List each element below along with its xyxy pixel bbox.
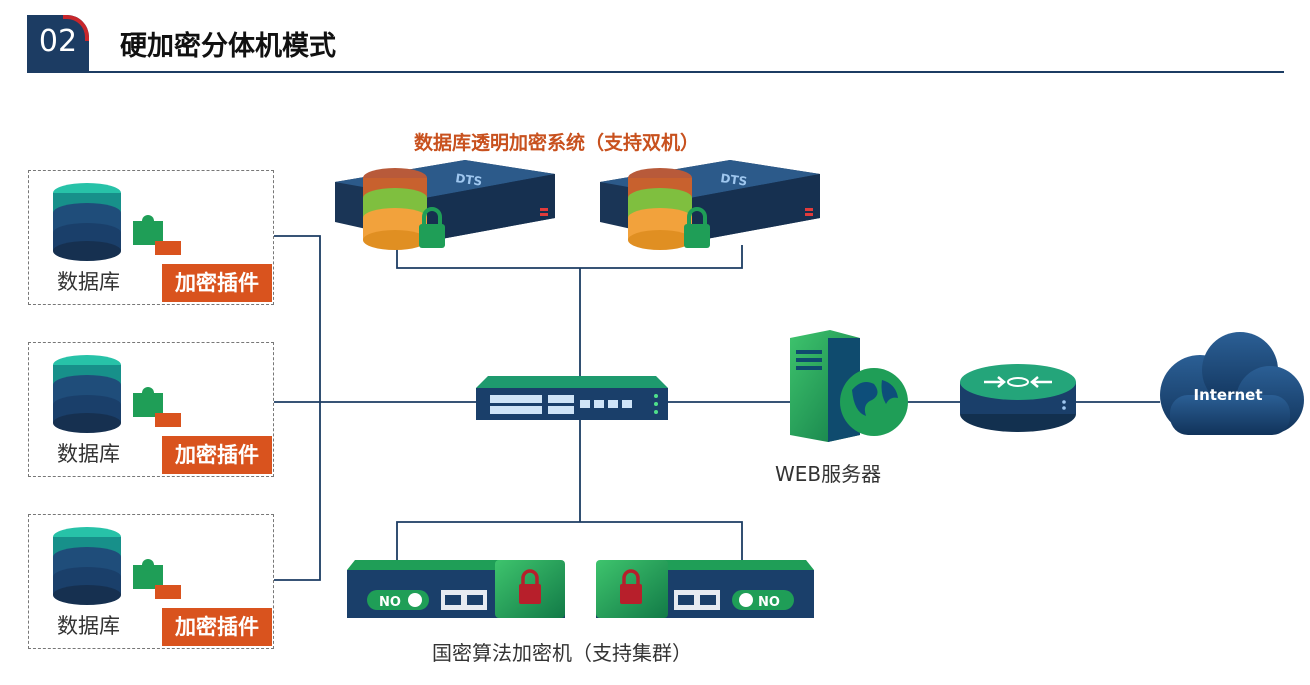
database-node-1: 数据库 加密插件 (28, 170, 274, 305)
crypto-port-text: NO (379, 595, 401, 610)
plugin-puzzle-icon (133, 559, 181, 599)
router-icon (960, 364, 1076, 432)
crypto-port-text: NO (758, 595, 780, 610)
dts-server-2: DTS (600, 160, 820, 250)
database-label: 数据库 (57, 270, 120, 294)
crypto-machine-label: 国密算法加密机（支持集群） (432, 641, 692, 665)
encryption-plugin-tag: 加密插件 (162, 436, 272, 474)
dts-device-text: DTS (455, 171, 483, 189)
line-dts-bus (396, 245, 743, 269)
network-switch (476, 376, 668, 420)
encryption-plugin-tag: 加密插件 (162, 264, 272, 302)
crypto-device-2: NO (596, 560, 814, 618)
database-label: 数据库 (57, 442, 120, 466)
database-icon (53, 355, 181, 433)
plugin-puzzle-icon (133, 387, 181, 427)
section-number: 02 (38, 24, 78, 59)
crypto-device-1: NO (347, 560, 565, 618)
web-server-label: WEB服务器 (775, 462, 882, 486)
database-node-2: 数据库 加密插件 (28, 342, 274, 477)
page-title: 硬加密分体机模式 (120, 31, 336, 62)
line-crypto-bus (396, 521, 743, 565)
dts-server-1: DTS (335, 160, 555, 250)
dts-system-label: 数据库透明加密系统（支持双机） (414, 132, 700, 154)
line-db-bus (274, 235, 321, 581)
encryption-plugin-tag: 加密插件 (162, 608, 272, 646)
header-divider (89, 71, 1284, 73)
section-number-badge: 02 (27, 15, 89, 73)
web-server-icon (790, 330, 908, 442)
database-node-3: 数据库 加密插件 (28, 514, 274, 649)
header: 02 硬加密分体机模式 (0, 0, 1310, 80)
dts-device-text: DTS (720, 171, 748, 189)
internet-cloud-icon: Internet (1160, 332, 1304, 435)
database-icon (53, 183, 181, 261)
database-label: 数据库 (57, 614, 120, 638)
plugin-puzzle-icon (133, 215, 181, 255)
badge-accent (63, 15, 89, 41)
database-icon (53, 527, 181, 605)
connection-lines (274, 235, 1160, 581)
internet-label: Internet (1193, 386, 1262, 404)
